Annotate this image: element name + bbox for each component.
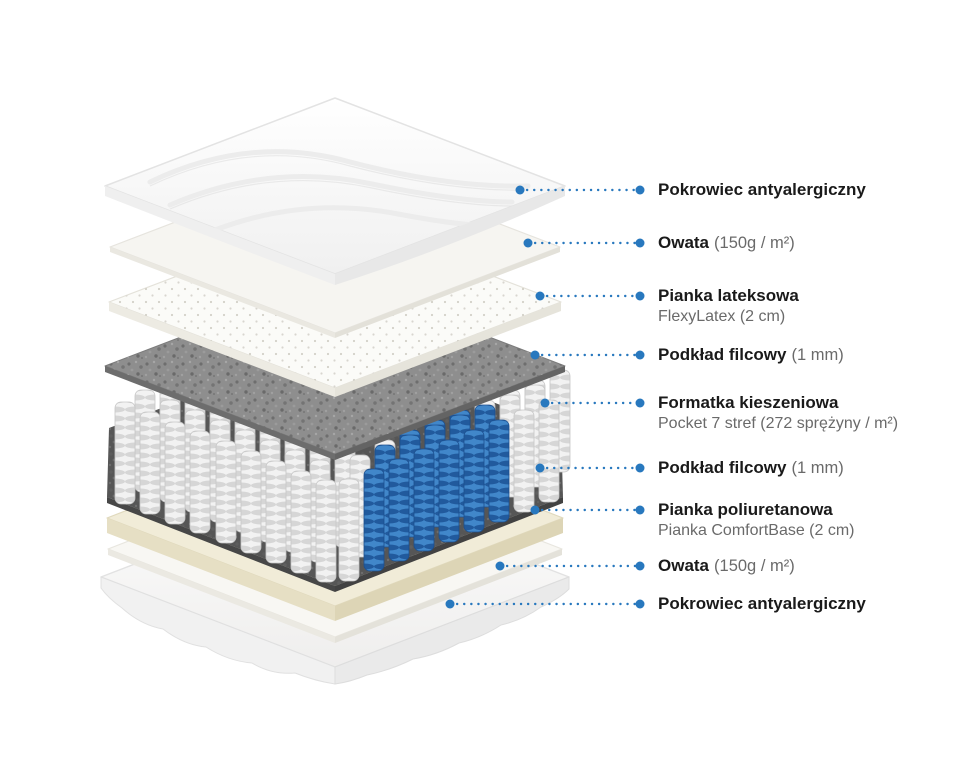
pocket-spring-blue (388, 458, 410, 562)
leader-dot (635, 291, 645, 301)
layer-top-cover (104, 97, 566, 285)
label-title: Formatka kieszeniowa (658, 393, 839, 412)
leader-dot (530, 350, 540, 360)
pocket-spring (538, 399, 560, 503)
label-subtitle: Pocket 7 stref (272 sprężyny / m²) (658, 415, 899, 432)
leader-line-3 (535, 291, 645, 301)
pocket-spring (114, 401, 136, 505)
leader-line-2 (523, 238, 645, 248)
layer-label-4: Podkład filcowy(1 mm) (658, 344, 844, 366)
label-title: Podkład filcowy (658, 345, 787, 364)
pocket-spring (290, 470, 312, 574)
leader-line-8 (495, 561, 645, 571)
pocket-spring (240, 450, 262, 554)
pocket-spring (315, 479, 337, 583)
leader-dot (445, 599, 455, 609)
pocket-spring-blue (363, 468, 385, 572)
label-subtitle: Pianka ComfortBase (2 cm) (658, 522, 855, 539)
label-title: Owata (658, 556, 710, 575)
leader-dot (635, 185, 645, 195)
leader-dot (535, 463, 545, 473)
layer-label-6: Podkład filcowy(1 mm) (658, 457, 844, 479)
pocket-spring-blue (413, 448, 435, 552)
label-title: Pokrowiec antyalergiczny (658, 594, 866, 613)
leader-line-6 (535, 463, 645, 473)
label-detail: (150g / m²) (714, 557, 795, 575)
label-title: Owata (658, 233, 710, 252)
pocket-spring (215, 440, 237, 544)
leader-dot (535, 291, 545, 301)
layer-label-9: Pokrowiec antyalergiczny (658, 593, 871, 615)
layer-label-3: Pianka lateksowa FlexyLatex (2 cm) (658, 285, 804, 327)
leader-lines (445, 185, 645, 609)
leader-line-1 (515, 185, 645, 195)
pocket-spring-blue (438, 439, 460, 543)
leader-line-9 (445, 599, 645, 609)
label-subtitle: FlexyLatex (2 cm) (658, 308, 786, 325)
pocket-spring (338, 478, 360, 582)
layer-label-8: Owata(150g / m²) (658, 555, 795, 577)
pocket-spring (139, 411, 161, 515)
leader-dot (530, 505, 540, 515)
label-title: Pokrowiec antyalergiczny (658, 180, 866, 199)
leader-line-5 (540, 398, 645, 408)
pocket-spring-blue (488, 419, 510, 523)
layer-label-7: Pianka poliuretanowa Pianka ComfortBase … (658, 499, 855, 541)
label-detail: (150g / m²) (714, 234, 795, 252)
leader-dot (515, 185, 525, 195)
label-title: Podkład filcowy (658, 458, 787, 477)
leader-dot (540, 398, 550, 408)
leader-dot (635, 398, 645, 408)
leader-dot (523, 238, 533, 248)
leader-dot (635, 561, 645, 571)
leader-dot (635, 463, 645, 473)
pocket-spring (265, 460, 287, 564)
leader-dot (635, 238, 645, 248)
leader-dot (635, 599, 645, 609)
leader-line-7 (530, 505, 645, 515)
layer-label-5: Formatka kieszeniowa Pocket 7 stref (272… (658, 392, 898, 434)
pocket-spring-blue (463, 429, 485, 533)
leader-line-4 (530, 350, 645, 360)
leader-dot (635, 350, 645, 360)
pocket-spring (513, 409, 535, 513)
layer-label-1: Pokrowiec antyalergiczny (658, 179, 871, 201)
leader-dot (635, 505, 645, 515)
layer-label-2: Owata(150g / m²) (658, 232, 795, 254)
pocket-spring (189, 430, 211, 534)
pocket-spring (164, 421, 186, 525)
label-detail: (1 mm) (791, 459, 844, 477)
label-detail: (1 mm) (791, 346, 844, 364)
leader-dot (495, 561, 505, 571)
label-title: Pianka lateksowa (658, 286, 799, 305)
label-title: Pianka poliuretanowa (658, 500, 833, 519)
